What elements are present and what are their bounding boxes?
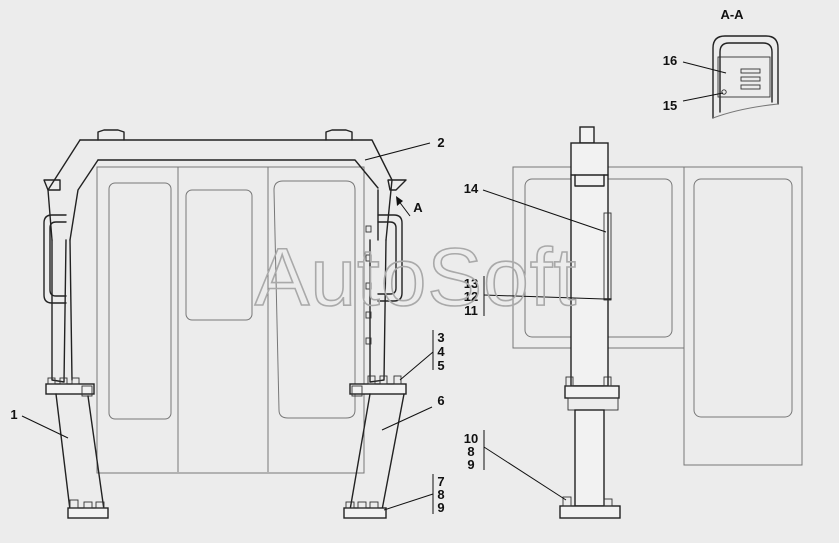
base-plate-left xyxy=(67,507,109,519)
plate-16 xyxy=(717,56,771,98)
view-arrow-label: A xyxy=(413,200,423,215)
mount-plate-right xyxy=(349,383,407,395)
callout-12: 12 xyxy=(464,289,478,304)
plate-14 xyxy=(603,212,612,301)
callout-8: 8 xyxy=(437,487,444,502)
leader-7-8-9 xyxy=(383,493,434,511)
leader-3-4-5 xyxy=(399,351,434,381)
callout-9-side: 9 xyxy=(467,457,474,472)
callout-15: 15 xyxy=(663,98,677,113)
plate-slot xyxy=(740,68,761,74)
section-aa-view: A-A 16 15 xyxy=(663,7,779,119)
section-title: A-A xyxy=(720,7,744,22)
support-leg-6 xyxy=(349,393,405,511)
cab-front-view: A 2 1 6 3 4 5 7 8 9 xyxy=(10,129,445,519)
window-center xyxy=(185,189,253,321)
lift-lug-right xyxy=(325,129,353,141)
callout-11: 11 xyxy=(464,303,478,318)
lift-lug-left xyxy=(97,129,125,141)
leader-11-12-13 xyxy=(483,294,605,300)
callout-7: 7 xyxy=(437,474,444,489)
leader-14 xyxy=(482,189,607,233)
side-mount-plate xyxy=(564,385,620,399)
callout-2: 2 xyxy=(437,135,444,150)
side-window-rear xyxy=(693,178,793,418)
cab-rear-outline xyxy=(96,166,365,474)
callout-16: 16 xyxy=(663,53,677,68)
callout-10: 10 xyxy=(464,431,478,446)
leader-10-8-9 xyxy=(483,446,567,501)
side-base-plate xyxy=(559,505,621,519)
handrail-left xyxy=(43,214,67,304)
handrail-right xyxy=(377,214,403,302)
callout-13: 13 xyxy=(464,276,478,291)
callout-1: 1 xyxy=(10,407,17,422)
side-cab-outline xyxy=(512,166,803,466)
leader-2 xyxy=(364,142,431,161)
pillar-cap xyxy=(579,126,595,144)
callout-14: 14 xyxy=(464,181,479,196)
watermark: AutoSoft xyxy=(255,232,578,323)
plate-slot xyxy=(740,84,761,90)
leader-6 xyxy=(381,406,433,431)
callout-4: 4 xyxy=(437,344,445,359)
callout-9: 9 xyxy=(437,500,444,515)
callout-6: 6 xyxy=(437,393,444,408)
window-left xyxy=(108,182,172,420)
plate-slot xyxy=(740,76,761,82)
section-frame xyxy=(712,35,779,119)
side-leg xyxy=(574,409,605,507)
rivet-15 xyxy=(721,89,727,95)
leader-1 xyxy=(21,415,69,439)
callout-8-side: 8 xyxy=(467,444,474,459)
section-break-line xyxy=(712,103,779,119)
section-frame-inner xyxy=(719,42,773,113)
roof-outer xyxy=(79,139,393,241)
callout-5: 5 xyxy=(437,358,444,373)
leader-15 xyxy=(682,92,724,102)
leader-16 xyxy=(682,61,727,74)
base-plate-right xyxy=(343,507,387,519)
cab-side-view: 14 13 12 11 10 8 9 xyxy=(464,126,803,519)
roof-inner xyxy=(97,159,379,189)
mount-plate-left xyxy=(45,383,95,395)
callout-3: 3 xyxy=(437,330,444,345)
window-right xyxy=(273,180,356,419)
